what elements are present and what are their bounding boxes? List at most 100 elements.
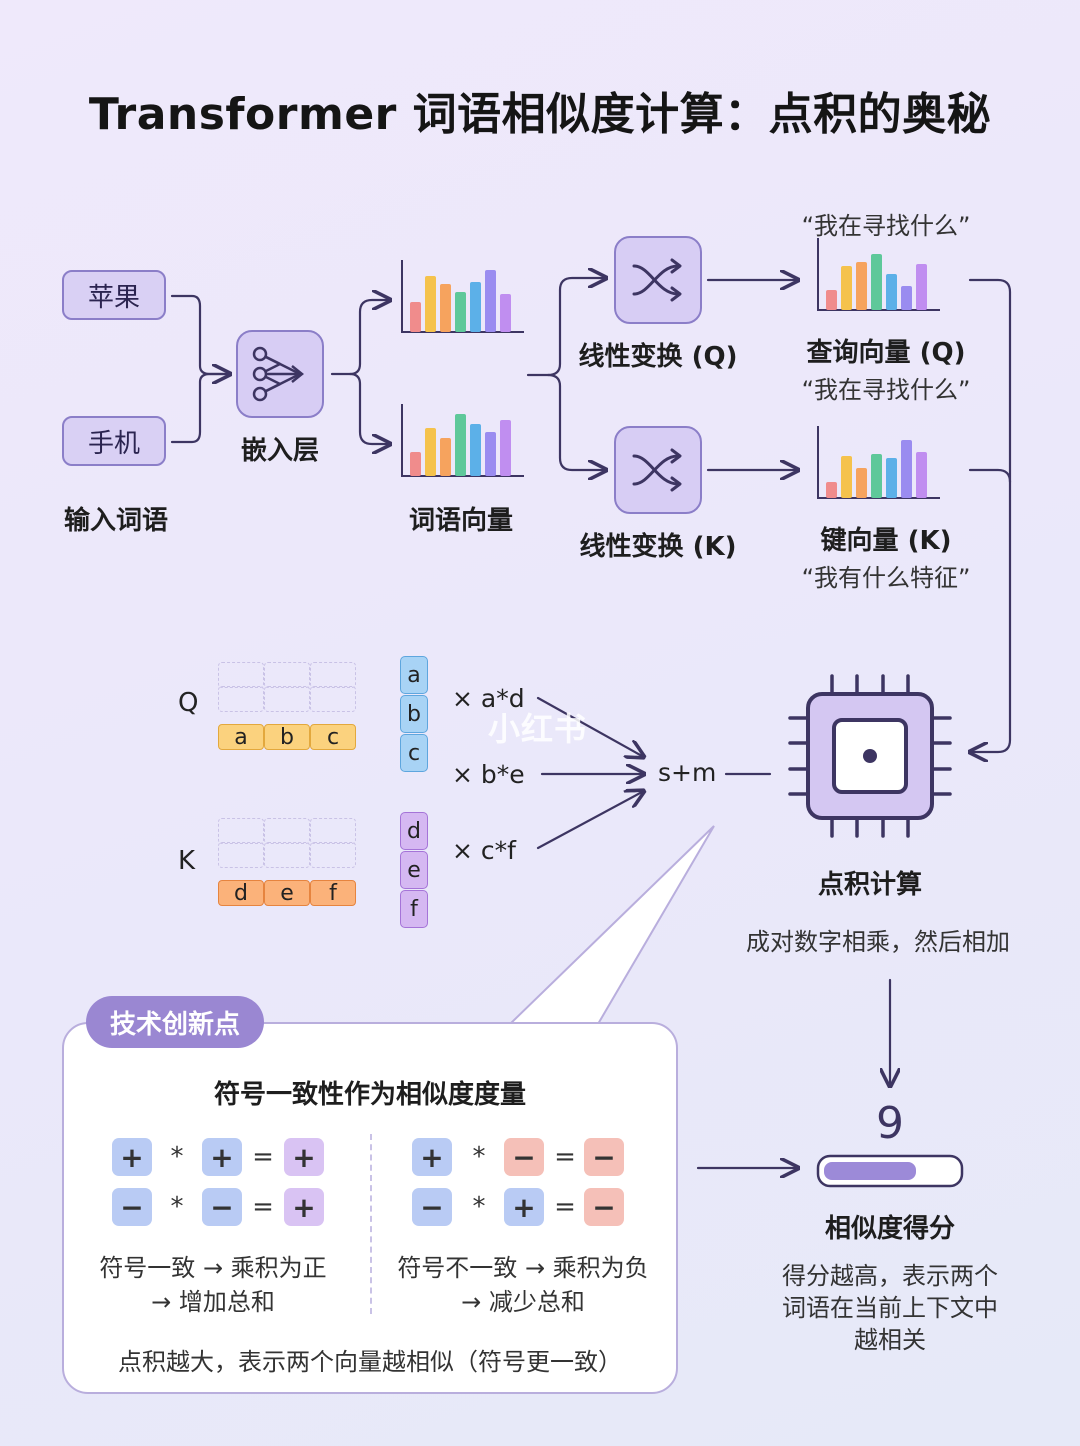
linear-transform-q-label: 线性变换 (Q) [578,342,738,372]
equals-sign: = [252,1192,274,1222]
bar-chart-query-vector [817,238,940,311]
sign-plus-box: + [412,1138,452,1176]
vector-bar [410,452,421,476]
q-vector-b: b [400,695,428,733]
bar-chart-word-vector-2 [401,404,524,477]
k-vector-d: d [400,812,428,850]
multiply-sign: * [170,1192,184,1222]
similarity-score-value: 9 [876,1098,904,1149]
score-bar-fill [824,1162,916,1180]
vector-bar [916,264,927,310]
vector-bar [841,266,852,310]
connector-vec-q [526,278,604,377]
multiply-sign: * [472,1142,486,1172]
sign-plus-box: + [112,1138,152,1176]
sign-result-box: − [584,1188,624,1226]
connector-ad-sum [536,696,642,756]
linear-transform-k-label: 线性变换 (K) [579,532,737,562]
sign-minus-box: − [112,1188,152,1226]
watermark: 小红书 [488,710,588,748]
query-vector-label: 查询向量 (Q) [806,338,966,368]
input-words-label: 输入词语 [63,506,168,536]
vector-bar [901,440,912,498]
q-cell-a: a [218,724,264,750]
neural-network-icon [252,346,305,402]
vector-bar [470,282,481,332]
connector-embed-vec1 [330,300,388,376]
multiply-sign: * [170,1142,184,1172]
vector-bar [841,456,852,498]
linear-transform-k-tile [614,426,702,514]
vector-bar [901,286,912,310]
dot-product-desc: 成对数字相乘，然后相加 [746,928,1010,956]
linear-transform-q-tile [614,236,702,324]
vector-bar [826,290,837,310]
k-matrix-label: K [178,846,196,876]
vector-bar [470,424,481,476]
q-vector-c: c [400,734,428,772]
vector-bar [425,276,436,332]
vector-bar [455,414,466,476]
sign-plus-box: + [202,1138,242,1176]
similarity-score-label: 相似度得分 [824,1214,955,1244]
sign-result-box: + [284,1138,324,1176]
word-vectors-label: 词语向量 [408,506,513,536]
connector-word2-embed [170,372,230,444]
dot-product-label: 点积计算 [817,870,922,900]
equals-sign: = [252,1142,274,1172]
chip-icon [788,674,952,838]
connector-cf-sum [536,792,642,850]
input-word-apple: 苹果 [62,270,166,320]
connector-vec-k [546,373,604,470]
diff-sign-line1: 符号不一致 → 乘积为负 [397,1254,649,1282]
vector-bar [425,428,436,476]
product-cf: × c*f [452,836,516,865]
key-vector-quote: “我有什么特征” [801,564,971,592]
sum-label: s+m [658,758,717,787]
connector-embed-vec2 [348,372,388,444]
vector-bar [440,284,451,332]
same-sign-line2: → 增加总和 [151,1288,275,1316]
multiply-sign: * [472,1192,486,1222]
innovation-heading: 符号一致性作为相似度度量 [213,1080,526,1110]
k-vector-e: e [400,851,428,889]
query-top-quote: “我在寻找什么” [801,212,971,240]
connector-word1-embed [170,294,228,374]
vector-bar [871,454,882,498]
vector-bar [871,254,882,310]
k-vector-f: f [400,890,428,928]
vector-bar [440,438,451,476]
bar-chart-axis [817,426,940,499]
shuffle-icon [632,258,682,302]
vector-bar [485,432,496,476]
input-word-phone: 手机 [62,416,166,466]
sign-minus-box: − [202,1188,242,1226]
shuffle-icon [632,448,682,492]
page-title: Transformer 词语相似度计算：点积的奥秘 [88,89,992,140]
vector-bar [410,302,421,332]
vector-bar [856,262,867,310]
k-cell-f: f [310,880,356,906]
sign-minus-box: − [504,1138,544,1176]
product-ad: × a*d [452,684,525,713]
bar-chart-key-vector [817,426,940,499]
vector-bar [500,294,511,332]
callout-tail [509,825,715,1025]
connector-q-chip [970,278,1012,752]
bar-chart-axis [401,404,524,477]
diff-sign-line2: → 减少总和 [461,1288,585,1316]
vector-bar [485,270,496,332]
vector-bar [886,458,897,498]
vector-bar [916,452,927,498]
connector-k-chip [968,468,1012,484]
innovation-footer: 点积越大，表示两个向量越相似（符号更一致） [118,1348,622,1376]
bar-chart-axis [401,260,524,333]
q-matrix-label: Q [178,688,199,718]
bar-chart-word-vector-1 [401,260,524,333]
sign-minus-box: − [412,1188,452,1226]
vector-bar [856,468,867,498]
vector-bar [886,274,897,310]
product-be: × b*e [452,760,525,789]
